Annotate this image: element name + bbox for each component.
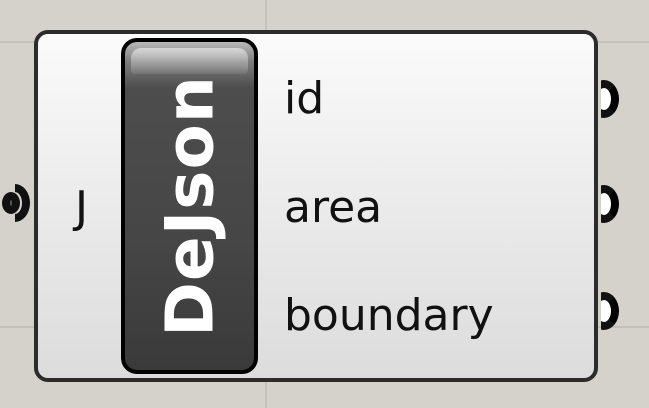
pill-gloss bbox=[131, 48, 248, 74]
input-grip-j[interactable] bbox=[15, 184, 30, 222]
output-grip-boundary[interactable] bbox=[601, 292, 619, 330]
output-label-id: id bbox=[284, 73, 325, 124]
output-label-area: area bbox=[284, 182, 383, 233]
output-grip-area[interactable] bbox=[601, 185, 619, 223]
input-label-j: J bbox=[75, 182, 88, 233]
component-nickname-pill[interactable]: DeJson bbox=[121, 38, 258, 374]
output-label-boundary: boundary bbox=[284, 290, 494, 341]
component-nickname: DeJson bbox=[151, 75, 228, 337]
output-grip-id[interactable] bbox=[601, 80, 619, 118]
